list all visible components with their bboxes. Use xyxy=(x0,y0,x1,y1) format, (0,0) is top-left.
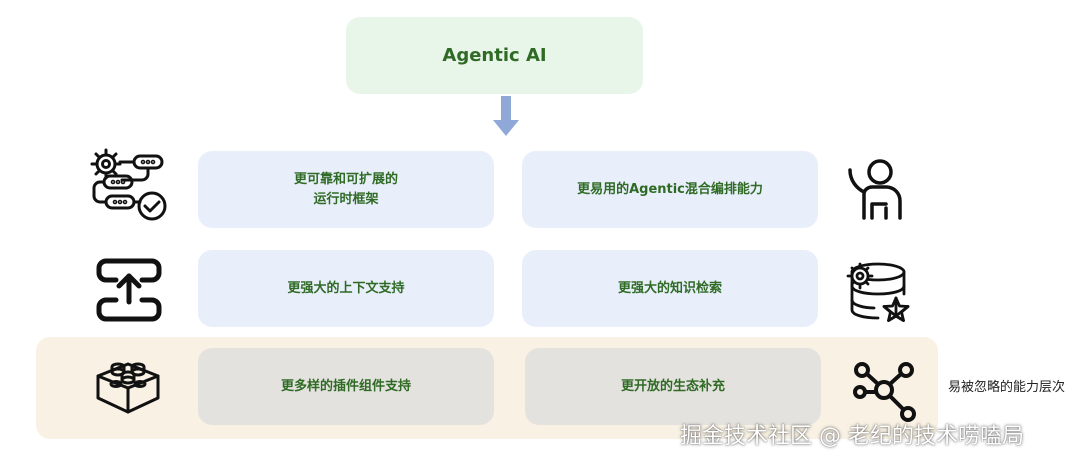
context-support-label: 更强大的上下文支持 xyxy=(287,280,405,296)
runtime-framework-node: 更可靠和可扩展的 运行时框架 xyxy=(198,151,494,228)
lego-block-icon xyxy=(96,362,160,414)
watermark-text: 掘金技术社区 @ 老纪的技术唠嗑局 xyxy=(680,424,1024,449)
band-label: 易被忽略的能力层次 xyxy=(948,380,1066,395)
runtime-framework-label: 更可靠和可扩展的 运行时框架 xyxy=(293,171,398,207)
network-nodes-icon xyxy=(853,362,916,422)
context-support-node: 更强大的上下文支持 xyxy=(198,250,494,327)
ecosystem-label: 更开放的生态补充 xyxy=(620,378,725,394)
knowledge-retrieval-label: 更强大的知识检索 xyxy=(617,280,722,296)
agentic-ai-node: Agentic AI xyxy=(346,17,643,94)
orchestration-label: 更易用的Agentic混合编排能力 xyxy=(577,181,763,197)
down-arrow-icon xyxy=(493,96,519,136)
database-gear-star-icon xyxy=(846,262,910,322)
agentic-ai-label: Agentic AI xyxy=(442,44,547,66)
plugin-support-node: 更多样的插件组件支持 xyxy=(198,348,494,425)
user-wave-icon xyxy=(848,159,902,220)
workflow-gear-icon xyxy=(90,148,167,221)
upload-pipeline-icon xyxy=(96,258,162,322)
ecosystem-node: 更开放的生态补充 xyxy=(525,348,821,425)
plugin-support-label: 更多样的插件组件支持 xyxy=(280,378,411,394)
orchestration-node: 更易用的Agentic混合编排能力 xyxy=(522,151,818,228)
knowledge-retrieval-node: 更强大的知识检索 xyxy=(522,250,818,327)
